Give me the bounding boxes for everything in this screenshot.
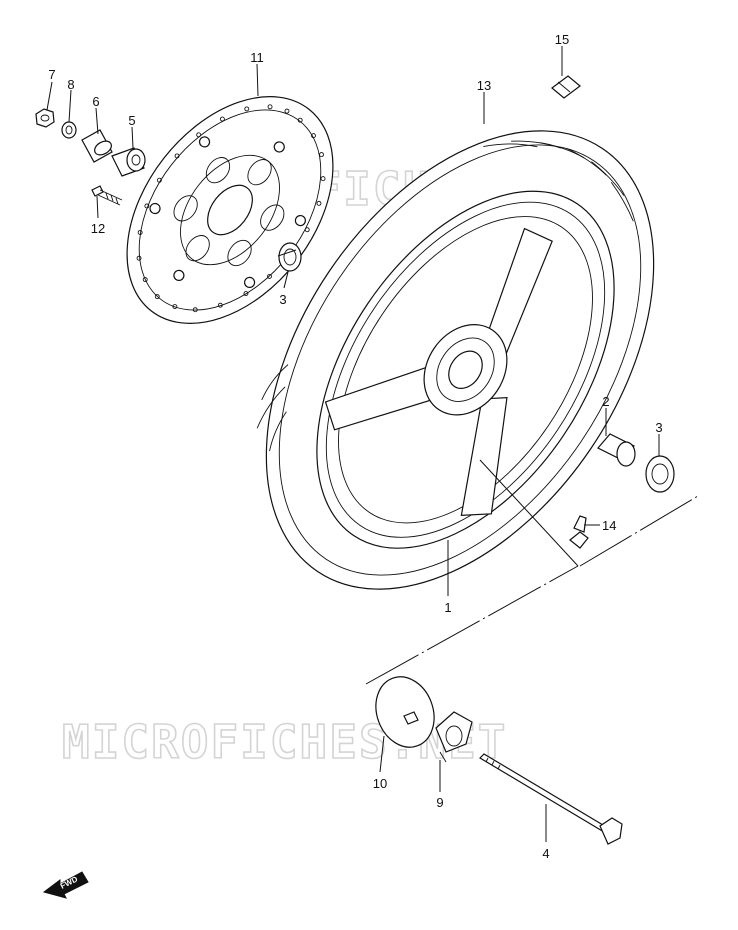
dust-seal-plate[interactable] [366,669,443,756]
callout-12: 12 [91,221,105,236]
callout-2: 2 [602,394,609,409]
callout-8: 8 [67,77,74,92]
spacer[interactable] [81,129,114,163]
callout-6: 6 [92,94,99,109]
bearing-right[interactable] [645,455,675,493]
callouts: 7 8 6 5 11 12 3 13 15 2 3 14 1 10 9 4 [48,32,662,861]
assembly-lines [277,249,699,685]
callout-10: 10 [373,776,387,791]
bearing-left[interactable] [278,242,302,272]
valve-cap-top[interactable] [551,75,581,99]
callout-11: 11 [250,50,264,65]
callout-4: 4 [542,846,549,861]
callout-5: 5 [128,113,135,128]
callout-1: 1 [444,600,451,615]
callout-9: 9 [436,795,443,810]
front-wheel[interactable] [186,60,733,660]
nut[interactable] [35,108,55,128]
watermark-bottom: MICROFICHES.NET [62,715,507,769]
callout-3-left: 3 [279,292,286,307]
callout-13: 13 [477,78,491,93]
speedometer-gearbox[interactable] [435,711,473,763]
disc-bolt[interactable] [91,185,123,206]
axle-shaft[interactable] [479,753,623,845]
leader-lines [46,46,660,842]
callout-7: 7 [48,67,55,82]
bushing[interactable] [111,147,146,177]
callout-14: 14 [602,518,616,533]
callout-3-right: 3 [655,420,662,435]
forward-direction-arrow: FWD [42,871,89,899]
distance-collar[interactable] [597,433,636,467]
callout-15: 15 [555,32,569,47]
tire-valve[interactable] [569,515,589,549]
washer[interactable] [61,121,77,139]
